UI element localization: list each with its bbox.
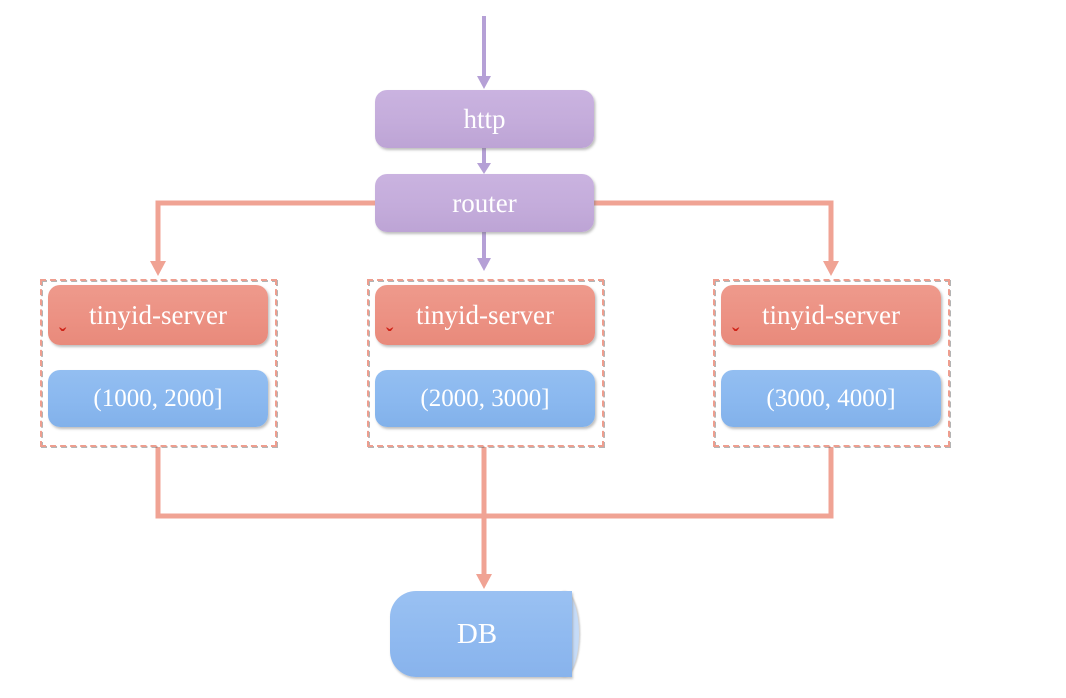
servers-collector-line	[155, 447, 834, 519]
server-group-2: tinyid-server ˇ (2000, 3000]	[367, 279, 604, 447]
id-range-node-3-label: (3000, 4000]	[766, 384, 896, 412]
server-group-1: tinyid-server ˇ (1000, 2000]	[40, 279, 277, 447]
id-range-node-3: (3000, 4000]	[721, 370, 941, 427]
router-right-arrow-head-icon	[823, 261, 839, 276]
server-group-3-dashed-border	[713, 279, 950, 447]
http-node-label: http	[463, 103, 506, 134]
router-left-arrow-head-icon	[150, 261, 166, 276]
router-node: router	[375, 174, 594, 232]
router-right-arrow-line	[594, 200, 834, 262]
spellcheck-mark-icon: ˇ	[59, 323, 67, 348]
server-node-1: tinyid-server ˇ	[48, 285, 268, 348]
router-node-label: router	[452, 187, 517, 218]
db-node-label: DB	[456, 617, 498, 650]
server-node-2-label: tinyid-server	[416, 299, 554, 330]
db-node: DB	[390, 591, 588, 677]
router-middle-arrow-head-icon	[477, 258, 491, 271]
id-range-node-1-label: (1000, 2000]	[93, 384, 223, 412]
server-node-3: tinyid-server ˇ	[721, 285, 941, 348]
http-node: http	[375, 90, 594, 148]
server-node-2: tinyid-server ˇ	[375, 285, 595, 348]
servers-db-arrow-head-icon	[476, 574, 492, 589]
id-range-node-2-label: (2000, 3000]	[420, 384, 550, 412]
db-cylinder-body	[390, 591, 572, 677]
server-group-2-dashed-border	[367, 279, 604, 447]
router-left-arrow-line	[155, 200, 375, 262]
server-group-1-dashed-border	[40, 279, 277, 447]
incoming-arrow-head-icon	[477, 76, 491, 89]
id-range-node-2: (2000, 3000]	[375, 370, 595, 427]
server-group-3: tinyid-server ˇ (3000, 4000]	[713, 279, 950, 447]
spellcheck-mark-icon: ˇ	[732, 323, 740, 348]
id-range-node-1: (1000, 2000]	[48, 370, 268, 427]
server-node-1-label: tinyid-server	[89, 299, 227, 330]
http-router-arrow-head-icon	[477, 163, 491, 174]
spellcheck-mark-icon: ˇ	[386, 323, 394, 348]
server-node-3-label: tinyid-server	[762, 299, 900, 330]
